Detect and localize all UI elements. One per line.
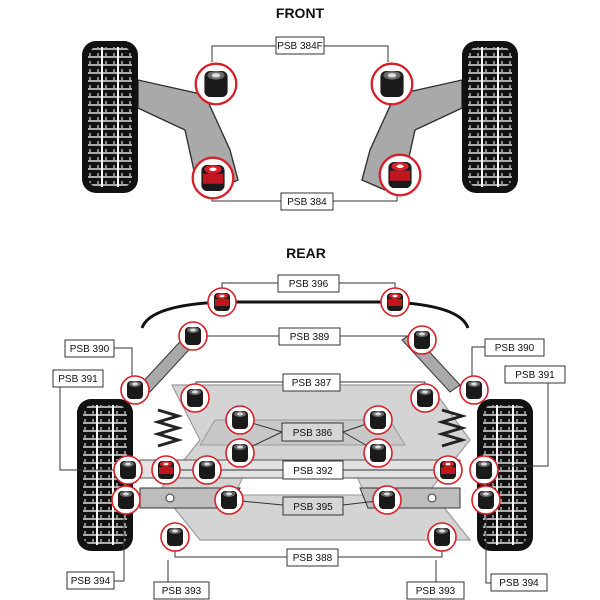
front-heading: FRONT	[276, 5, 325, 21]
front-left-top-bush-icon	[194, 62, 238, 106]
label-psb-394-left: PSB 394	[71, 576, 111, 587]
label-psb-392: PSB 392	[293, 466, 333, 477]
label-psb-387: PSB 387	[292, 378, 332, 389]
rear-left-upper-inner-bush-icon	[178, 321, 208, 351]
rear-right-subframe-rear-bush-icon	[427, 522, 457, 552]
label-psb-390-right: PSB 390	[495, 343, 535, 354]
label-psb-396: PSB 396	[289, 279, 329, 290]
label-psb-391-left: PSB 391	[58, 374, 98, 385]
rear-left-trailing-outer-bush-icon	[111, 485, 141, 515]
rear-labels: PSB 396 PSB 389 PSB 390 PSB 390 PSB 391 …	[52, 274, 566, 600]
rear-heading: REAR	[286, 245, 326, 261]
rear-right-spring	[436, 408, 468, 448]
label-psb-389: PSB 389	[290, 332, 330, 343]
rear-left-spring	[152, 408, 184, 448]
label-psb-388: PSB 388	[293, 553, 333, 564]
label-psb-393-right: PSB 393	[416, 586, 456, 597]
rear-left-subframe-bush-icon	[180, 383, 210, 413]
label-psb-390-left: PSB 390	[70, 344, 110, 355]
rear-left-trailing-inner-bush-icon	[214, 485, 244, 515]
label-psb-395: PSB 395	[293, 502, 333, 513]
label-psb-386: PSB 386	[293, 428, 333, 439]
rear-left-lower-bush-icon	[151, 455, 181, 485]
front-left-bottom-bush-icon	[191, 156, 235, 200]
label-box-psb-384	[280, 192, 334, 211]
rear-right-upper-outer-bush-icon	[459, 375, 489, 405]
front-left-tire-icon	[81, 40, 139, 194]
rear-diff-rear-left-bush-icon	[225, 438, 255, 468]
rear-diff-front-right-bush-icon	[363, 405, 393, 435]
rear-left-upper-outer-bush-icon	[120, 375, 150, 405]
label-psb-384: PSB 384	[287, 197, 327, 208]
front-right-top-bush-icon	[370, 62, 414, 106]
rear-diff-front-left-bush-icon	[225, 405, 255, 435]
rear-right-upper-inner-bush-icon	[407, 325, 437, 355]
label-psb-391-right: PSB 391	[515, 370, 555, 381]
rear-right-trailing-outer-bush-icon	[471, 485, 501, 515]
label-box-psb-384f	[275, 36, 325, 55]
rear-right-hub-bush-icon	[469, 455, 499, 485]
label-psb-384f: PSB 384F	[277, 41, 323, 52]
rear-left-hub-bush-icon	[113, 455, 143, 485]
rear-right-trailing-inner-bush-icon	[372, 485, 402, 515]
anti-roll-bar	[140, 300, 470, 329]
rear-arb-left-bush-icon	[207, 287, 237, 317]
rear-right-subframe-bush-icon	[410, 383, 440, 413]
rear-left-lower-inner-bush-icon	[192, 455, 222, 485]
rear-diff-rear-right-bush-icon	[363, 438, 393, 468]
rear-arb-right-bush-icon	[380, 287, 410, 317]
label-psb-394-right: PSB 394	[499, 578, 539, 589]
rear-right-lower-bush-icon	[433, 455, 463, 485]
front-right-tire-icon	[461, 40, 519, 194]
rear-left-subframe-rear-bush-icon	[160, 522, 190, 552]
front-right-bottom-bush-icon	[378, 153, 422, 197]
label-psb-393-left: PSB 393	[162, 586, 202, 597]
